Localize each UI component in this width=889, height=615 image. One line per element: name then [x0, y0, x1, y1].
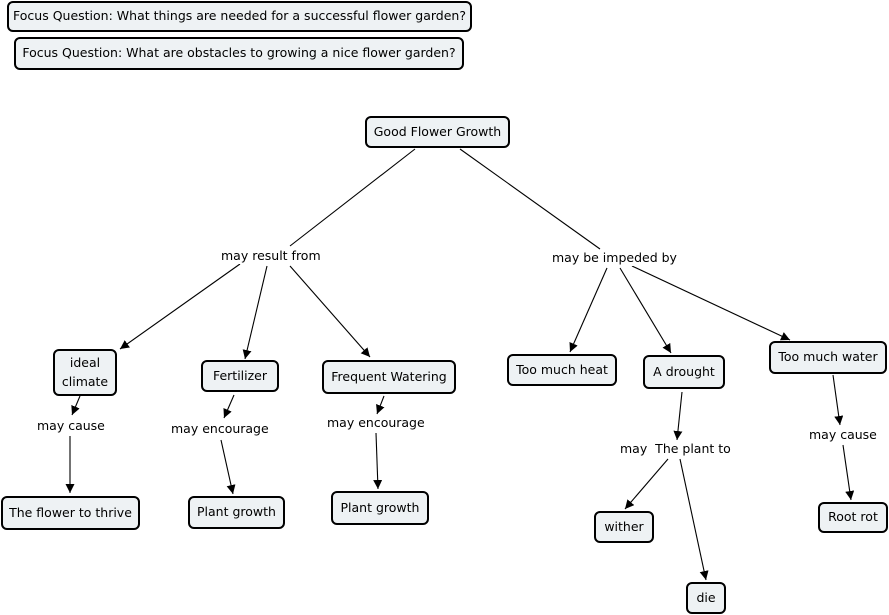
edge-fertilizer-encourage [223, 394, 235, 419]
concept-wither: wither [594, 511, 654, 543]
link-may-be-impeded-by: may be impeded by [550, 250, 679, 266]
edge-encourage-growth2 [373, 432, 383, 490]
focus-question-2: Focus Question: What are obstacles to gr… [14, 37, 464, 70]
edge-result-watering [289, 265, 371, 358]
edge-impeded-heat [569, 267, 608, 353]
edge-cause-rootrot [842, 444, 855, 501]
concept-plant-growth-1: Plant growth [188, 496, 285, 529]
concept-a-drought: A drought [643, 355, 725, 389]
edge-encourage-growth1 [220, 439, 236, 495]
concept-plant-growth-2: Plant growth [331, 491, 429, 525]
edge-climate-cause [71, 395, 81, 416]
concept-die: die [686, 582, 726, 614]
edge-plantto-wither [624, 458, 669, 510]
edge-impeded-water [631, 265, 791, 341]
link-may-encourage-1: may encourage [169, 421, 271, 437]
concept-root-rot: Root rot [818, 502, 888, 533]
link-may-encourage-2: may encourage [325, 415, 427, 431]
focus-question-1: Focus Question: What things are needed f… [7, 1, 472, 32]
concept-flower-to-thrive: The flower to thrive [1, 496, 140, 530]
edge-water-cause [832, 374, 844, 426]
edge-impeded-drought [619, 267, 672, 354]
concept-ideal-climate: ideal climate [53, 349, 117, 396]
concept-too-much-heat: Too much heat [507, 354, 617, 386]
edge-watering-encourage [376, 395, 385, 415]
edge-root-impeded [459, 148, 601, 250]
concept-fertilizer: Fertilizer [201, 360, 279, 392]
concept-frequent-watering: Frequent Watering [322, 360, 456, 394]
link-may-cause-2: may cause [807, 427, 879, 443]
link-may-plant-to: may The plant to [618, 441, 733, 457]
link-may-result-from: may result from [219, 248, 323, 264]
edge-plantto-die [679, 458, 709, 581]
edge-result-climate [119, 263, 241, 350]
concept-too-much-water: Too much water [769, 341, 887, 374]
edge-root-result [289, 148, 416, 247]
link-may-cause-1: may cause [35, 418, 107, 434]
edge-drought-plantto [673, 391, 683, 441]
edge-result-fertilizer [242, 265, 268, 360]
concept-good-flower-growth: Good Flower Growth [365, 116, 510, 148]
